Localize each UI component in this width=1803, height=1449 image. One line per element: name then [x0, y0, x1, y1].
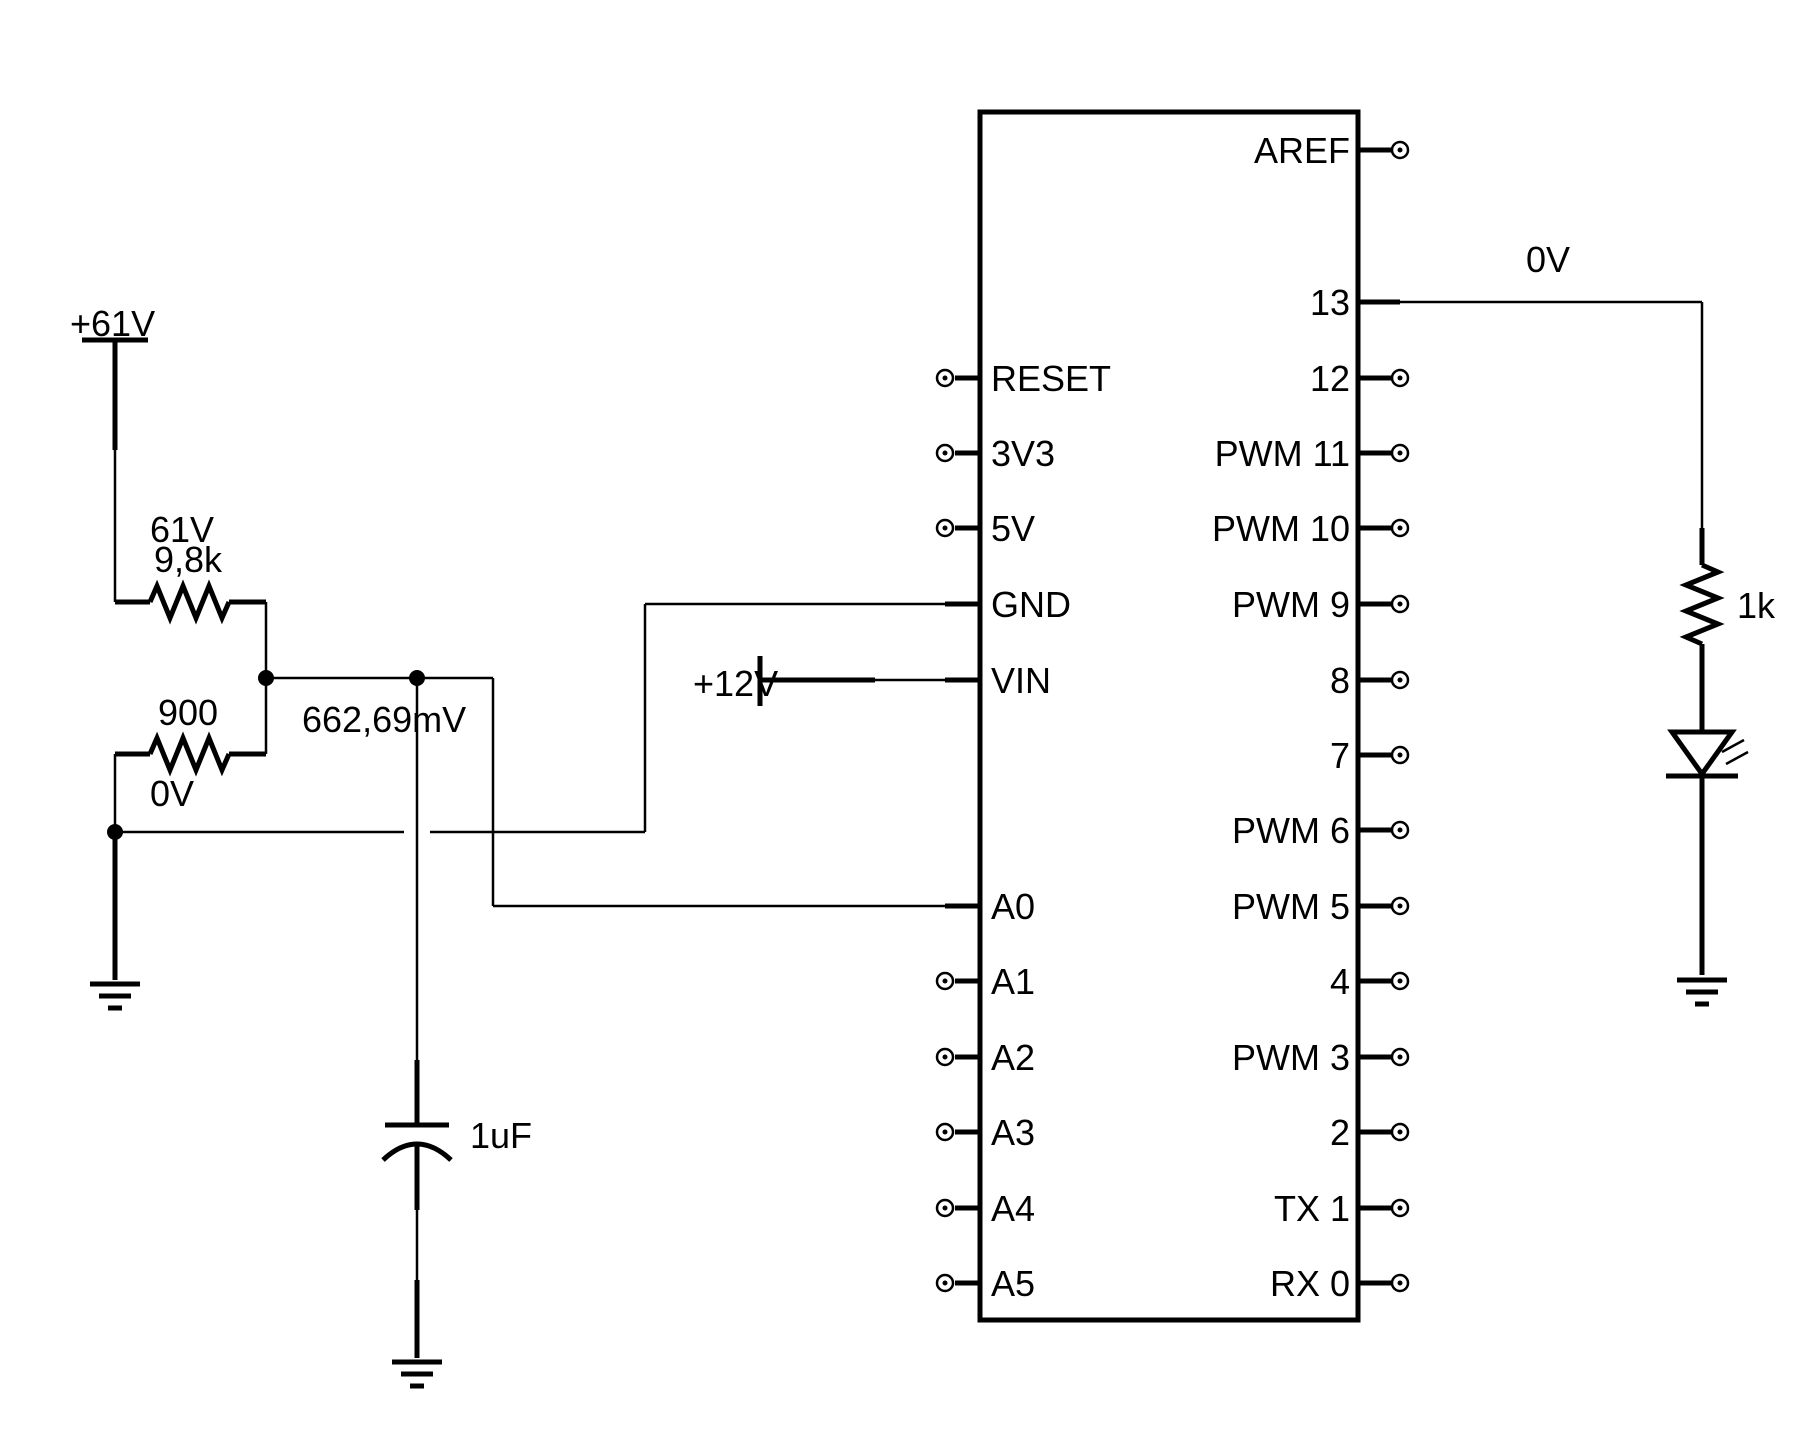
pin-13-label: 13: [1310, 282, 1350, 323]
pin-tx-1: TX 1: [1274, 1188, 1410, 1229]
arduino-board: [977, 109, 1361, 1323]
vin-supply: +12V: [693, 656, 955, 706]
pin-pwm-5-label: PWM 5: [1232, 886, 1350, 927]
pin-13: 13: [1310, 282, 1400, 323]
pin-4: 4: [1330, 961, 1410, 1002]
r1-voltage-label: 61V: [150, 509, 214, 550]
pin-a1-label: A1: [991, 961, 1035, 1002]
pin-a3-label: A3: [991, 1112, 1035, 1153]
resistor-1k: 1k: [1679, 528, 1776, 680]
led-resistor-value-label: 1k: [1737, 585, 1776, 626]
pin-rx-0: RX 0: [1270, 1263, 1410, 1304]
supply-61v-label: +61V: [70, 303, 155, 344]
pin-a2: A2: [935, 1037, 1035, 1078]
pin-pwm-11: PWM 11: [1215, 433, 1410, 474]
ground-capacitor: [392, 1359, 442, 1389]
pin-vin: VIN: [945, 660, 1051, 701]
pin-7: 7: [1330, 735, 1410, 776]
resistor-r2: 900 0V: [115, 692, 266, 814]
pin-pwm-9-label: PWM 9: [1232, 584, 1350, 625]
pin-pwm-3-label: PWM 3: [1232, 1037, 1350, 1078]
pin-a5-label: A5: [991, 1263, 1035, 1304]
node-wire: 662,69mV: [266, 670, 955, 908]
led: [1666, 680, 1749, 975]
pin-pwm-5: PWM 5: [1232, 886, 1410, 927]
pin-2: 2: [1330, 1112, 1410, 1153]
pin-a2-label: A2: [991, 1037, 1035, 1078]
pin-pwm-9: PWM 9: [1232, 584, 1410, 625]
r1-value-label: 9,8k: [154, 539, 223, 580]
pin-gnd-label: GND: [991, 584, 1071, 625]
pin-pwm-11-label: PWM 11: [1215, 433, 1350, 474]
pin-4-label: 4: [1330, 961, 1350, 1002]
pin-2-label: 2: [1330, 1112, 1350, 1153]
capacitor-value-label: 1uF: [470, 1115, 532, 1156]
pin-gnd: GND: [945, 584, 1071, 625]
pin-rx-0-label: RX 0: [1270, 1263, 1350, 1304]
pin-tx-1-label: TX 1: [1274, 1188, 1350, 1229]
pin-a4-label: A4: [991, 1188, 1035, 1229]
r2-voltage-label: 0V: [150, 773, 194, 814]
pin-pwm-3: PWM 3: [1232, 1037, 1410, 1078]
pin-3v3-label: 3V3: [991, 433, 1055, 474]
pin-reset: RESET: [935, 358, 1111, 399]
supply-61v: +61V: [70, 303, 155, 602]
pin-vin-label: VIN: [991, 660, 1051, 701]
pin-aref-label: AREF: [1254, 130, 1350, 171]
capacitor-1uf: 1uF: [381, 678, 532, 1358]
ground-led: [1677, 977, 1727, 1007]
resistor-r1: 61V 9,8k: [115, 509, 266, 625]
pin-7-label: 7: [1330, 735, 1350, 776]
pin-3v3: 3V3: [935, 433, 1055, 474]
pin-pwm-6: PWM 6: [1232, 810, 1410, 851]
pin-5v: 5V: [935, 508, 1035, 549]
pin13-net: 0V: [1400, 239, 1704, 528]
ground-net-left: [107, 602, 955, 980]
pin-aref: AREF: [1254, 130, 1410, 171]
pin-pwm-6-label: PWM 6: [1232, 810, 1350, 851]
pin-8-label: 8: [1330, 660, 1350, 701]
ground-left: [90, 981, 140, 1011]
pin-a0-label: A0: [991, 886, 1035, 927]
node-voltage-label: 662,69mV: [302, 699, 466, 740]
pin-pwm-10-label: PWM 10: [1212, 508, 1350, 549]
vin-supply-label: +12V: [693, 663, 778, 704]
pin-a5: A5: [935, 1263, 1035, 1304]
pin-5v-label: 5V: [991, 508, 1035, 549]
pin-a1: A1: [935, 961, 1035, 1002]
pin-a4: A4: [935, 1188, 1035, 1229]
pin-a3: A3: [935, 1112, 1035, 1153]
pin-a0: A0: [945, 886, 1035, 927]
r2-value-label: 900: [158, 692, 218, 733]
pin13-net-voltage-label: 0V: [1526, 239, 1570, 280]
pin-12: 12: [1310, 358, 1410, 399]
pin-pwm-10: PWM 10: [1212, 508, 1410, 549]
pin-12-label: 12: [1310, 358, 1350, 399]
pin-reset-label: RESET: [991, 358, 1111, 399]
pin-8: 8: [1330, 660, 1410, 701]
